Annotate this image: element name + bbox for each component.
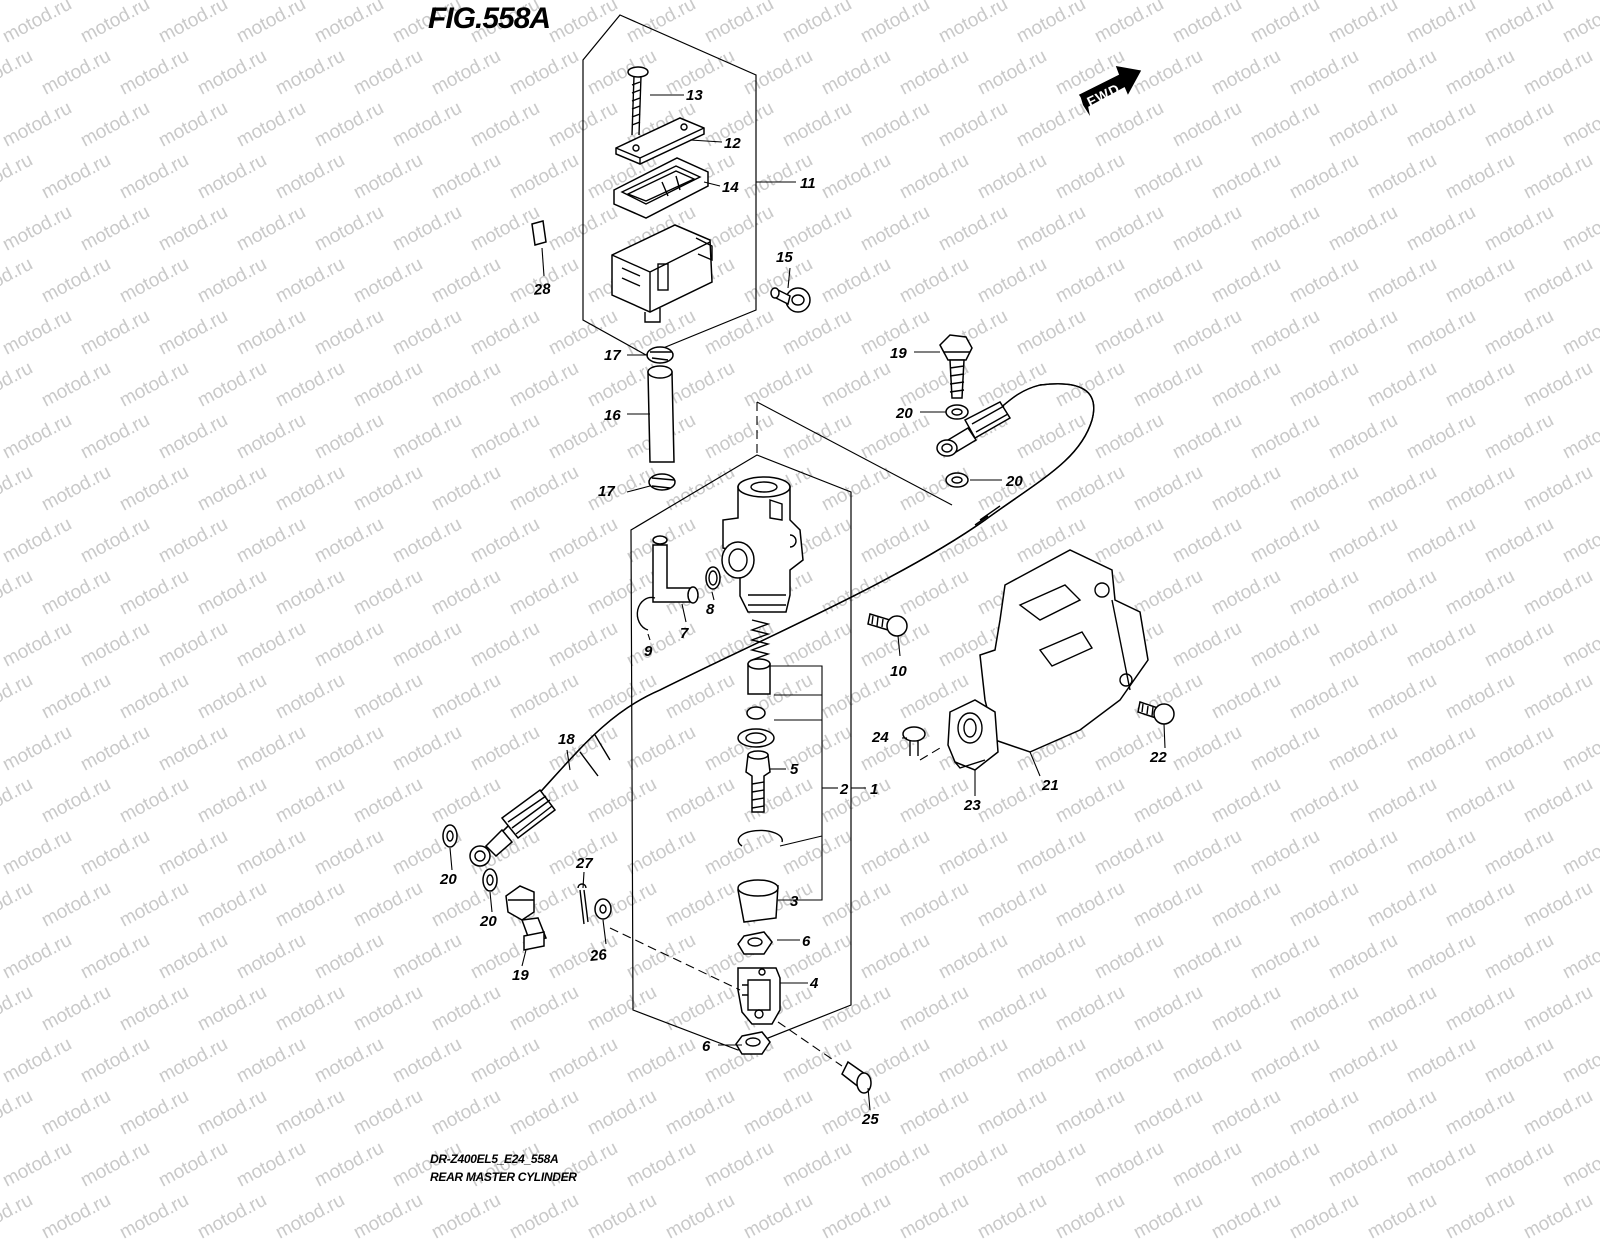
fwd-arrow-icon (1078, 66, 1142, 116)
spring (749, 619, 771, 665)
washer-20-b (945, 472, 969, 488)
callout-20c: 20 (439, 871, 457, 888)
heat-guard-21 (979, 549, 1149, 753)
nut-6-lower (735, 1031, 771, 1055)
callout-11: 11 (800, 175, 816, 192)
hose-fitting-lower (469, 788, 557, 867)
callout-6b: 6 (702, 1038, 711, 1055)
callout-19a: 19 (890, 345, 907, 362)
leader-lines (449, 94, 1166, 1111)
screw-13 (627, 66, 649, 136)
bolt-10 (867, 613, 908, 637)
bolt-15 (770, 287, 811, 313)
callout-25: 25 (861, 1111, 879, 1128)
exploded-parts-diagram: 13 12 14 11 28 15 17 16 17 19 20 20 9 7 … (439, 14, 1175, 1128)
callout-9: 9 (644, 643, 653, 660)
callout-17b: 17 (598, 483, 615, 500)
washer-20-c (442, 824, 458, 848)
banjo-bolt-19-lower (505, 885, 548, 951)
circlip-9 (636, 596, 656, 631)
hose-fitting-upper (936, 401, 1012, 457)
pushrod-5 (745, 750, 771, 813)
reservoir-body (611, 224, 713, 323)
reservoir-hose-16 (647, 365, 675, 463)
callout-13: 13 (686, 87, 703, 104)
bolt-22 (1137, 701, 1175, 725)
figure-title: FIG.558A (428, 2, 551, 35)
callout-20d: 20 (479, 913, 497, 930)
boot-3 (737, 879, 779, 923)
label-tag-28 (531, 220, 547, 246)
callout-4: 4 (809, 975, 819, 992)
callout-20b: 20 (1005, 473, 1023, 490)
callout-18: 18 (558, 731, 575, 748)
bolt-24 (902, 726, 926, 756)
washer-20-d (482, 868, 498, 892)
callout-20a: 20 (895, 405, 913, 422)
callout-7: 7 (680, 625, 689, 642)
callout-3: 3 (790, 893, 799, 910)
master-cylinder-body (721, 476, 804, 613)
clevis-4 (737, 967, 781, 1025)
callout-27: 27 (575, 855, 593, 872)
bracket-23 (947, 699, 999, 771)
piston-cup (747, 658, 771, 695)
cotter-pin-27 (577, 883, 589, 925)
callout-24: 24 (871, 729, 889, 746)
snap-ring (737, 829, 783, 847)
brake-hose-18 (484, 383, 1095, 849)
clevis-pin-25 (841, 1060, 872, 1094)
inlet-elbow-7 (652, 535, 699, 604)
callout-17a: 17 (604, 347, 621, 364)
callout-2: 2 (839, 781, 849, 798)
callout-15: 15 (776, 249, 793, 266)
callout-1: 1 (870, 781, 878, 798)
callout-8: 8 (706, 601, 715, 618)
figure-code: DR-Z400EL5_E24_558A (430, 1152, 559, 1166)
washer-20-a (945, 404, 969, 420)
callout-19b: 19 (512, 967, 529, 984)
callout-12: 12 (724, 135, 741, 152)
hose-clamp-17-lower (648, 473, 676, 491)
callout-26: 26 (588, 946, 608, 965)
hose-clamp-17-upper (646, 346, 674, 364)
reservoir-cap-12 (615, 117, 705, 165)
callout-6a: 6 (802, 933, 811, 950)
callout-22: 22 (1149, 749, 1167, 766)
callout-28: 28 (532, 281, 551, 299)
banjo-bolt-19-upper (939, 334, 973, 399)
o-ring-8 (705, 566, 721, 590)
callout-10: 10 (890, 663, 907, 680)
callout-16: 16 (604, 407, 621, 424)
callout-5: 5 (790, 761, 799, 778)
nut-6-upper (737, 931, 773, 955)
piston-seal (737, 706, 775, 748)
callout-23: 23 (963, 797, 981, 814)
callout-21: 21 (1041, 777, 1059, 794)
washer-26 (594, 898, 612, 920)
figure-name: REAR MASTER CYLINDER (430, 1170, 577, 1184)
callout-14: 14 (722, 179, 739, 196)
diaphragm-14 (613, 157, 709, 219)
master-cylinder-group-frame (630, 454, 852, 1051)
